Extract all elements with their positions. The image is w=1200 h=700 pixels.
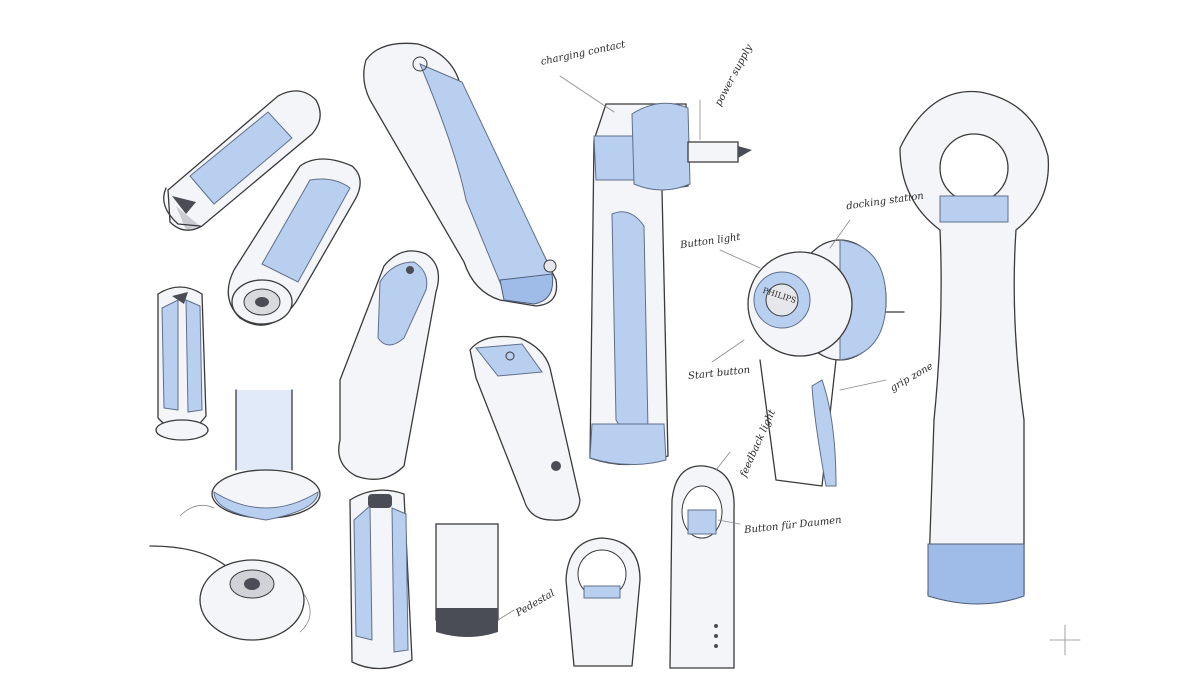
sketch-handle-ring-large [899,90,1081,656]
sketch-handle-tilted-end [227,158,361,326]
sketch-handle-bottom-left [349,489,413,670]
sketch-handle-vertical-small [155,286,209,441]
sketch-handle-large-center [363,42,558,307]
annotation-leaders [559,75,887,525]
sketch-handle-pedestal [435,523,515,637]
sketch-handle-ring-bottom-right [669,465,735,669]
sketch-round-base [149,545,311,641]
sketch-handle-charging [589,102,752,466]
sketch-docking-stand [179,389,321,521]
sketch-handle-small-angled [163,90,321,231]
sketch-handle-curved [338,250,440,480]
sketch-handle-ring-bottom-left [565,537,641,667]
sketch-docking-station-round [747,239,905,487]
sketch-handle-top-button [469,335,581,521]
